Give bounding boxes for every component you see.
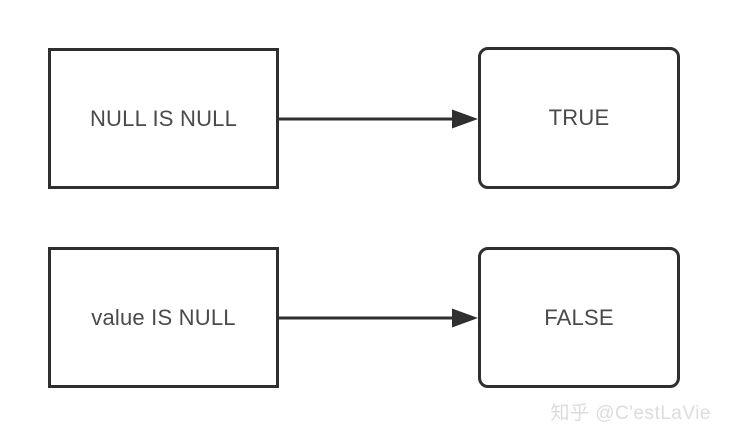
node-value-is-null[interactable]: value IS NULL	[48, 247, 279, 388]
node-null-is-null[interactable]: NULL IS NULL	[48, 48, 279, 189]
node-true[interactable]: TRUE	[478, 47, 680, 189]
edge-value-is-null-to-false	[279, 306, 479, 330]
watermark: 知乎 @C'estLaVie	[550, 403, 711, 424]
node-label: FALSE	[544, 304, 614, 330]
node-label: value IS NULL	[91, 304, 236, 330]
arrow-icon	[279, 109, 478, 129]
arrow-icon	[279, 308, 478, 328]
node-label: TRUE	[548, 105, 610, 130]
arrow-head	[452, 109, 478, 129]
node-false[interactable]: FALSE	[478, 247, 680, 388]
arrow-head	[452, 308, 478, 328]
edge-null-is-null-to-true	[279, 107, 479, 131]
node-label: NULL IS NULL	[89, 105, 238, 131]
